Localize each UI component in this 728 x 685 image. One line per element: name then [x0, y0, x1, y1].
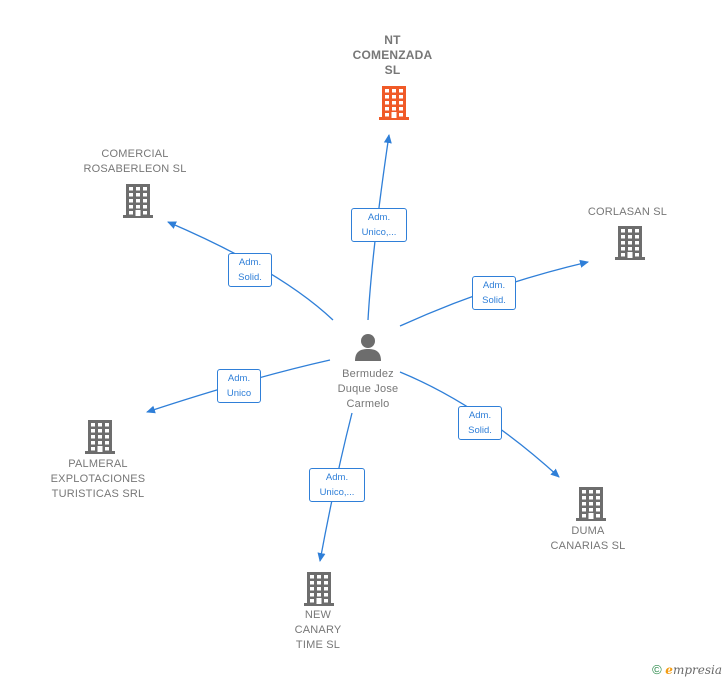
relation-label-line: Adm. — [367, 212, 391, 223]
person-name-line-1: Bermudez — [342, 368, 394, 380]
company-name-nt-comenzada[interactable]: NT COMENZADA SL — [335, 33, 450, 78]
building-icon[interactable] — [614, 224, 646, 260]
relation-label-line: Solid. — [238, 272, 262, 283]
person-name-line-2: Duque Jose — [337, 383, 399, 395]
company-name-comercial-rosaberleon[interactable]: COMERCIAL ROSABERLEON SL — [65, 147, 205, 177]
company-name-line: TIME SL — [295, 639, 341, 651]
relation-label[interactable]: Adm. Unico — [217, 369, 261, 403]
relation-label[interactable]: Adm. Unico,... — [351, 208, 407, 242]
company-name-line: PALMERAL — [68, 458, 128, 470]
company-name-line: NEW — [304, 609, 332, 621]
footer-brand: © empresia — [652, 662, 722, 677]
company-name-new-canary-time[interactable]: NEW CANARY TIME SL — [273, 608, 363, 653]
person-name[interactable]: Bermudez Duque Jose Carmelo — [318, 367, 418, 412]
relation-label-line: Solid. — [482, 295, 506, 306]
relation-label-line: Unico — [226, 388, 252, 399]
relation-label-line: Adm. — [227, 373, 251, 384]
company-name-line: CANARIAS SL — [550, 540, 626, 552]
company-name-line: EXPLOTACIONES — [50, 473, 146, 485]
company-name-line: CANARY — [294, 624, 342, 636]
building-icon[interactable] — [84, 418, 116, 454]
company-name-line: SL — [384, 63, 401, 77]
person-icon[interactable] — [353, 332, 383, 362]
company-name-corlasan[interactable]: CORLASAN SL — [575, 205, 680, 220]
company-name-duma-canarias[interactable]: DUMA CANARIAS SL — [538, 524, 638, 554]
relation-label-line: Unico,... — [319, 487, 355, 498]
relation-label-line: Solid. — [468, 425, 492, 436]
person-name-line-3: Carmelo — [346, 398, 390, 410]
company-name-palmeral[interactable]: PALMERAL EXPLOTACIONES TURISTICAS SRL — [38, 457, 158, 502]
relation-label-line: Adm. — [325, 472, 349, 483]
relation-label-line: Adm. — [238, 257, 262, 268]
copyright-icon: © — [652, 662, 662, 677]
building-icon[interactable] — [303, 570, 335, 606]
company-name-line: COMENZADA — [352, 48, 433, 62]
building-icon[interactable] — [378, 84, 410, 120]
relation-label-line: Adm. — [482, 280, 506, 291]
company-name-line: DUMA — [571, 525, 605, 537]
relation-label[interactable]: Adm. Solid. — [458, 406, 502, 440]
relation-label-line: Unico,... — [361, 227, 397, 238]
building-icon[interactable] — [122, 182, 154, 218]
company-name-line: NT — [384, 33, 401, 47]
relation-label[interactable]: Adm. Solid. — [228, 253, 272, 287]
relation-label[interactable]: Adm. Unico,... — [309, 468, 365, 502]
company-name-line: ROSABERLEON SL — [83, 163, 187, 175]
building-icon[interactable] — [575, 485, 607, 521]
company-name-line: TURISTICAS SRL — [51, 488, 145, 500]
company-name-line: CORLASAN SL — [587, 206, 668, 218]
brand-logo: empresia — [665, 663, 722, 677]
relation-label[interactable]: Adm. Solid. — [472, 276, 516, 310]
company-name-line: COMERCIAL — [101, 148, 169, 160]
relation-label-line: Adm. — [468, 410, 492, 421]
